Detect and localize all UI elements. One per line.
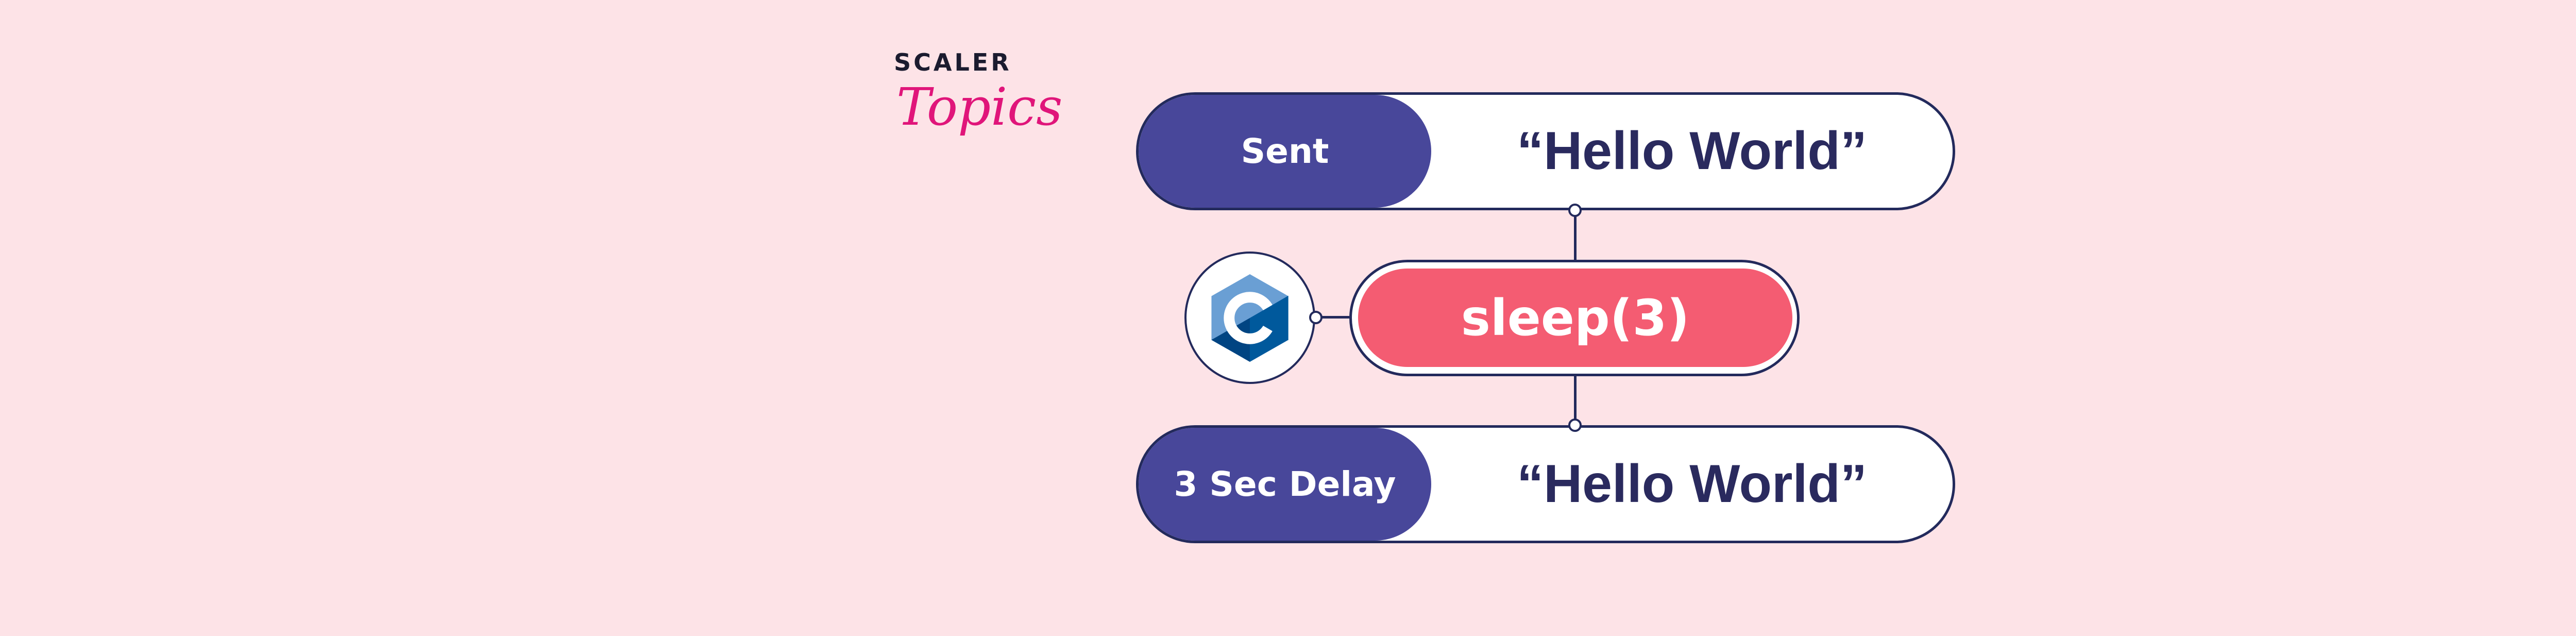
sent-value: “Hello World”: [1517, 121, 1867, 181]
c-language-icon: [1211, 274, 1289, 362]
connector-dot: [1309, 311, 1323, 324]
logo-topics-text: Topics: [896, 77, 1063, 137]
connector-dot: [1568, 419, 1582, 432]
c-language-badge: [1184, 252, 1315, 384]
delay-value: “Hello World”: [1517, 454, 1867, 514]
sent-step: Sent “Hello World”: [1136, 92, 1955, 210]
sleep-call: sleep(3): [1358, 269, 1792, 367]
connector-horizontal: [1315, 316, 1349, 319]
connector-dot: [1568, 204, 1582, 217]
delay-label: 3 Sec Delay: [1139, 428, 1431, 541]
delay-step: 3 Sec Delay “Hello World”: [1136, 425, 1955, 543]
sent-label: Sent: [1139, 95, 1431, 208]
logo-scaler-text: SCALER: [894, 48, 1012, 76]
